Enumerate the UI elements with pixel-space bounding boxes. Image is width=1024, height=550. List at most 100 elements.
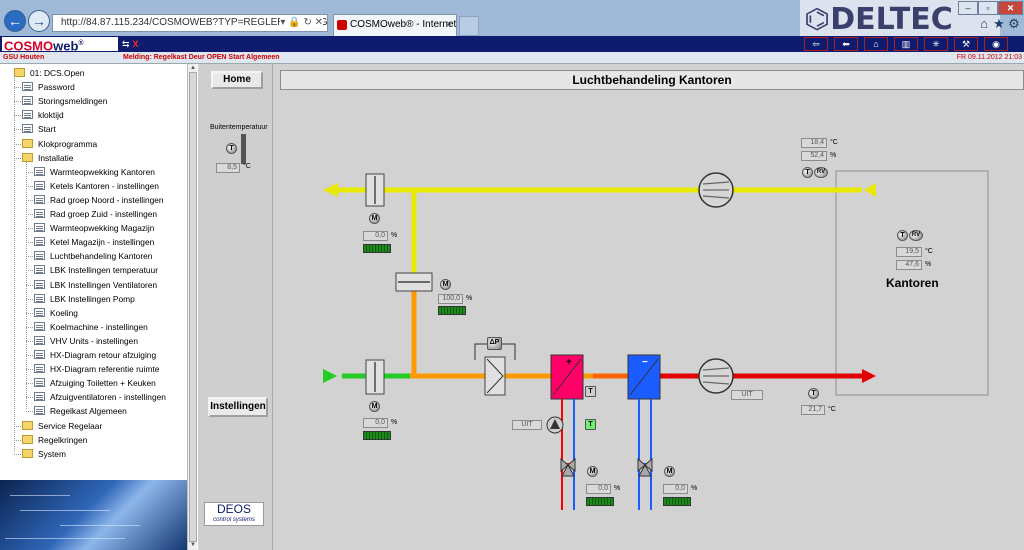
status-message[interactable]: Melding: Regelkast Deur OPEN Start Algem… — [123, 54, 280, 61]
exhaust-rh-value: 52,4 — [801, 151, 827, 161]
recirc-damper-value: 100,0 — [438, 294, 463, 304]
heating-valve-motor-icon[interactable]: M — [587, 466, 598, 477]
tab-title: COSMOweb® - Internet-Fe... — [350, 19, 457, 30]
folder-icon — [22, 434, 33, 444]
new-tab-button[interactable] — [459, 16, 479, 36]
scroll-up-icon[interactable]: ▲ — [190, 65, 196, 71]
room-rh-sensor-icon[interactable]: RV — [909, 230, 923, 241]
exit-icon[interactable]: ⇦ — [804, 37, 828, 51]
outside-temp-unit: °C — [243, 163, 251, 170]
tree-item-label: Ketels Kantoren - instellingen — [50, 180, 159, 191]
supply-damper-motor-icon[interactable]: M — [369, 401, 380, 412]
cooling-valve-value: 0,0 — [663, 484, 688, 494]
back-icon[interactable]: ⬅ — [834, 37, 858, 51]
help-icon[interactable]: ◉ — [984, 37, 1008, 51]
tree-root-label: 01: DCS.Open — [30, 68, 85, 78]
tree-item-label: Storingsmeldingen — [38, 96, 108, 107]
page-icon — [34, 307, 45, 317]
gear-icon[interactable]: ⚙ — [1008, 16, 1020, 31]
home-icon[interactable]: ⌂ — [980, 16, 988, 31]
tree-item-label: Installatie — [38, 152, 74, 163]
page-icon — [34, 392, 45, 402]
network-icon[interactable]: ⇆X — [122, 38, 152, 50]
tree-item-label: Afzuigventilatoren - instellingen — [50, 392, 166, 403]
heating-temp-sensor-icon[interactable]: T — [585, 386, 596, 397]
supply-damper-unit: % — [391, 419, 398, 426]
frost-sensor-icon[interactable]: T — [585, 419, 596, 430]
page-icon — [34, 251, 45, 261]
settings-button[interactable]: Instellingen — [208, 397, 268, 417]
page-icon — [34, 321, 45, 331]
maximize-button[interactable]: ▫ — [978, 1, 998, 15]
exhaust-temp-unit: °C — [830, 139, 838, 146]
page-icon — [34, 265, 45, 275]
recirc-damper-unit: % — [466, 295, 473, 302]
fan-state: UIT — [731, 390, 763, 400]
tree-item-label: Service Regelaar — [38, 420, 103, 431]
room-name: Kantoren — [886, 276, 939, 290]
page-icon — [34, 293, 45, 303]
plant-icon[interactable]: ✳ — [924, 37, 948, 51]
recirc-damper-motor-icon[interactable]: M — [440, 279, 451, 290]
scroll-down-icon[interactable]: ▼ — [190, 542, 196, 548]
exhaust-damper-unit: % — [391, 232, 398, 239]
room-temp-sensor-icon[interactable]: T — [897, 230, 908, 241]
star-icon[interactable]: ★ — [993, 16, 1005, 31]
home-icon[interactable]: ⌂ — [864, 37, 888, 51]
network-x-icon: X — [132, 39, 139, 49]
home-button[interactable]: Home — [211, 71, 263, 89]
exhaust-rh-unit: % — [830, 152, 837, 159]
room-box — [835, 170, 989, 396]
folder-icon — [22, 448, 33, 458]
chart-icon[interactable]: ▥ — [894, 37, 918, 51]
close-window-button[interactable]: ✕ — [998, 1, 1023, 15]
minimize-button[interactable]: – — [958, 1, 978, 15]
browser-tab[interactable]: COSMOweb® - Internet-Fe...× — [333, 14, 457, 36]
sidebar-scrollbar[interactable]: ▲ ▼ — [187, 64, 197, 550]
filter[interactable] — [484, 356, 506, 396]
tools-icon[interactable]: ⚒ — [954, 37, 978, 51]
tree-item-label: LBK Instellingen temperatuur — [50, 265, 159, 276]
heating-valve-icon[interactable] — [560, 457, 576, 477]
page-icon — [34, 364, 45, 374]
tree-item-label: Warmteopwekking Kantoren — [50, 166, 155, 177]
tree-item-label: Password — [38, 82, 75, 93]
exhaust-temp-sensor-icon[interactable]: T — [802, 167, 813, 178]
filter-dp-icon[interactable]: ΔP — [487, 337, 502, 350]
tree-item-label: HX-Diagram retour afzuiging — [50, 350, 157, 360]
scroll-thumb[interactable] — [189, 72, 197, 542]
tree-item-label: VHV Units - instellingen — [50, 335, 138, 346]
page-icon — [34, 223, 45, 233]
supply-temp-sensor-icon[interactable]: T — [808, 388, 819, 399]
exhaust-arrow-icon — [323, 183, 338, 197]
app-toolbar — [0, 36, 1024, 52]
outdoor-sensor-mount — [241, 134, 246, 164]
outside-temp-sensor-icon[interactable]: T — [226, 143, 237, 154]
heating-valve-value: 0,0 — [586, 484, 611, 494]
tab-close-icon[interactable]: × — [446, 19, 452, 30]
address-bar[interactable]: http://84.87.115.234/COSMOWEB?TYP=REGLER… — [52, 14, 328, 32]
forward-button[interactable]: → — [28, 10, 50, 32]
cooling-valve-bar — [663, 497, 691, 506]
status-datetime: FR 09.11.2012 21:03 — [956, 54, 1022, 61]
tree-item-label: Rad groep Zuid - instellingen — [50, 209, 158, 219]
tree-item-label: Klokprogramma — [38, 138, 98, 149]
page-icon — [22, 124, 33, 134]
return-arrow-icon — [864, 183, 876, 197]
cooling-valve-icon[interactable] — [637, 457, 653, 477]
page-icon — [34, 209, 45, 218]
cooling-valve-motor-icon[interactable]: M — [664, 466, 675, 477]
page-icon — [34, 166, 45, 176]
browser-chrome: ← → http://84.87.115.234/COSMOWEB?TYP=RE… — [0, 0, 1024, 36]
exhaust-rh-sensor-icon[interactable]: RV — [814, 167, 828, 178]
address-controls[interactable]: ▾ 🔒 ↻ ✕ — [280, 15, 323, 31]
back-button[interactable]: ← — [4, 10, 26, 32]
hvac-diagram — [241, 134, 989, 510]
page-icon — [34, 378, 45, 388]
status-bar: GSU Houten Melding: Regelkast Deur OPEN … — [0, 52, 1024, 64]
tree-item-label: HX-Diagram referentie ruimte — [50, 364, 160, 375]
exhaust-damper-motor-icon[interactable]: M — [369, 213, 380, 224]
exhaust-damper-value: 0,0 — [363, 231, 388, 241]
